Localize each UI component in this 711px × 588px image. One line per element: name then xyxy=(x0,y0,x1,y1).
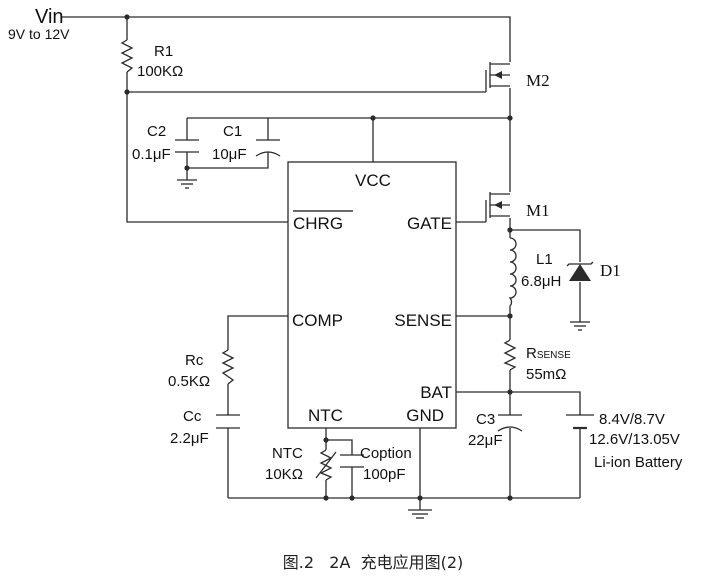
c1-value: 10μF xyxy=(212,146,247,163)
c2-name: C2 xyxy=(147,123,166,140)
m2-name: M2 xyxy=(526,71,550,90)
zener-diode-d1: D1 xyxy=(566,261,621,281)
c3-name: C3 xyxy=(476,411,495,428)
pin-bat: BAT xyxy=(420,383,452,402)
l1-name: L1 xyxy=(536,251,553,268)
rsense-value: 55mΩ xyxy=(526,366,566,383)
ground-symbol-top xyxy=(177,179,197,189)
d1-name: D1 xyxy=(600,261,621,280)
coption-value: 100pF xyxy=(363,466,406,483)
ground-symbol-bottom xyxy=(408,509,432,519)
pin-chrg: CHRG xyxy=(293,214,343,233)
capacitor-c2: C2 0.1μF xyxy=(132,123,199,163)
pin-gate: GATE xyxy=(407,214,452,233)
mosfet-m1: M1 xyxy=(489,192,550,220)
charger-ic: VCC CHRG GATE COMP SENSE BAT NTC GND xyxy=(287,161,457,429)
capacitor-coption: Coption 100pF xyxy=(340,445,412,483)
coption-name: Coption xyxy=(360,445,412,462)
inductor-l1: L1 6.8μH xyxy=(508,237,561,307)
c3-value: 22μF xyxy=(468,432,503,449)
pin-sense: SENSE xyxy=(394,311,452,330)
pin-gnd: GND xyxy=(406,406,444,425)
rc-value: 0.5KΩ xyxy=(168,373,210,390)
c1-name: C1 xyxy=(223,123,242,140)
figure-caption: 图.2 2A 充电应用图(2) xyxy=(283,553,464,572)
junction-dots xyxy=(124,14,513,501)
pin-vcc: VCC xyxy=(355,171,391,190)
rsense-name: RSENSE xyxy=(526,345,571,362)
capacitor-c3: C3 22μF xyxy=(468,411,523,449)
l1-value: 6.8μH xyxy=(521,273,561,290)
vin-label: Vin xyxy=(35,6,64,28)
pin-ntc: NTC xyxy=(308,406,343,425)
resistor-rc: Rc 0.5KΩ xyxy=(168,349,235,390)
ntc-value: 10KΩ xyxy=(265,466,303,483)
thermistor-ntc: NTC 10KΩ xyxy=(265,445,337,483)
battery-type: Li-ion Battery xyxy=(594,454,683,471)
c2-value: 0.1μF xyxy=(132,146,171,163)
capacitor-cc: Cc 2.2μF xyxy=(170,408,240,447)
r1-value: 100KΩ xyxy=(137,63,183,80)
resistor-rsense: RSENSE 55mΩ xyxy=(503,339,571,383)
capacitor-c1: C1 10μF xyxy=(212,123,281,163)
wires xyxy=(62,16,581,510)
vin-range: 9V to 12V xyxy=(8,26,70,42)
ntc-name: NTC xyxy=(272,445,303,462)
m1-name: M1 xyxy=(526,201,550,220)
battery: 8.4V/8.7V 12.6V/13.05V Li-ion Battery xyxy=(566,411,683,471)
cc-value: 2.2μF xyxy=(170,430,209,447)
r1-name: R1 xyxy=(154,43,173,60)
vin-supply: Vin 9V to 12V xyxy=(8,6,70,42)
mosfet-m2: M2 xyxy=(489,62,550,90)
pin-comp: COMP xyxy=(292,311,343,330)
battery-voltage-2: 12.6V/13.05V xyxy=(589,431,680,448)
battery-voltage-1: 8.4V/8.7V xyxy=(599,411,665,428)
resistor-r1: R1 100KΩ xyxy=(120,39,183,80)
cc-name: Cc xyxy=(183,408,202,425)
ground-symbol-d1 xyxy=(570,321,590,331)
rc-name: Rc xyxy=(185,352,204,369)
